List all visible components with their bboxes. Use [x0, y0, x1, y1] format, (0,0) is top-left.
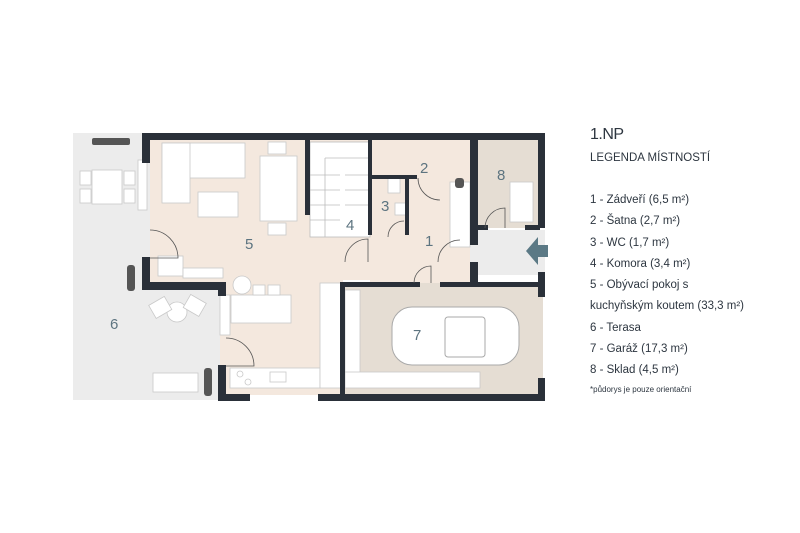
legend-item: 7 - Garáž (17,3 m²): [590, 343, 688, 356]
legend-item: 8 - Sklad (4,5 m²): [590, 364, 679, 377]
room-number-4: 4: [346, 217, 354, 234]
furniture: [79, 141, 534, 393]
legend-item: 6 - Terasa: [590, 321, 641, 334]
room-number-6: 6: [110, 316, 118, 333]
car-icon: [391, 306, 520, 366]
legend-item: 3 - WC (1,7 m²): [590, 236, 670, 249]
legend-heading: LEGENDA MÍSTNOSTÍ: [590, 152, 711, 164]
legend-item: 1 - Zádveří (6,5 m²): [590, 194, 690, 206]
room-number-2: 2: [420, 160, 428, 177]
room-number-3: 3: [381, 198, 389, 215]
legend-item: 5 - Obývací pokoj s: [590, 279, 689, 292]
room-number-8: 8: [497, 167, 505, 184]
legend-item: 4 - Komora (3,4 m²): [590, 257, 691, 270]
floor-title: 1.NP: [590, 126, 624, 143]
entrance-arrow-icon: [526, 237, 548, 265]
room-number-7: 7: [413, 327, 421, 344]
legend-item: 2 - Šatna (2,7 m²): [590, 215, 681, 228]
staircase: [309, 141, 371, 238]
doors: [149, 177, 506, 367]
room-number-5: 5: [245, 236, 253, 253]
legend-note: *půdorys je pouze orientační: [590, 384, 692, 394]
legend-item: kuchyňským koutem (33,3 m²): [590, 300, 745, 313]
walls: [142, 133, 545, 401]
plants: [92, 138, 464, 396]
room-legend: 1.NP LEGENDA MÍSTNOSTÍ 1 - Zádveří (6,5 …: [590, 126, 744, 394]
room-number-1: 1: [425, 233, 433, 250]
